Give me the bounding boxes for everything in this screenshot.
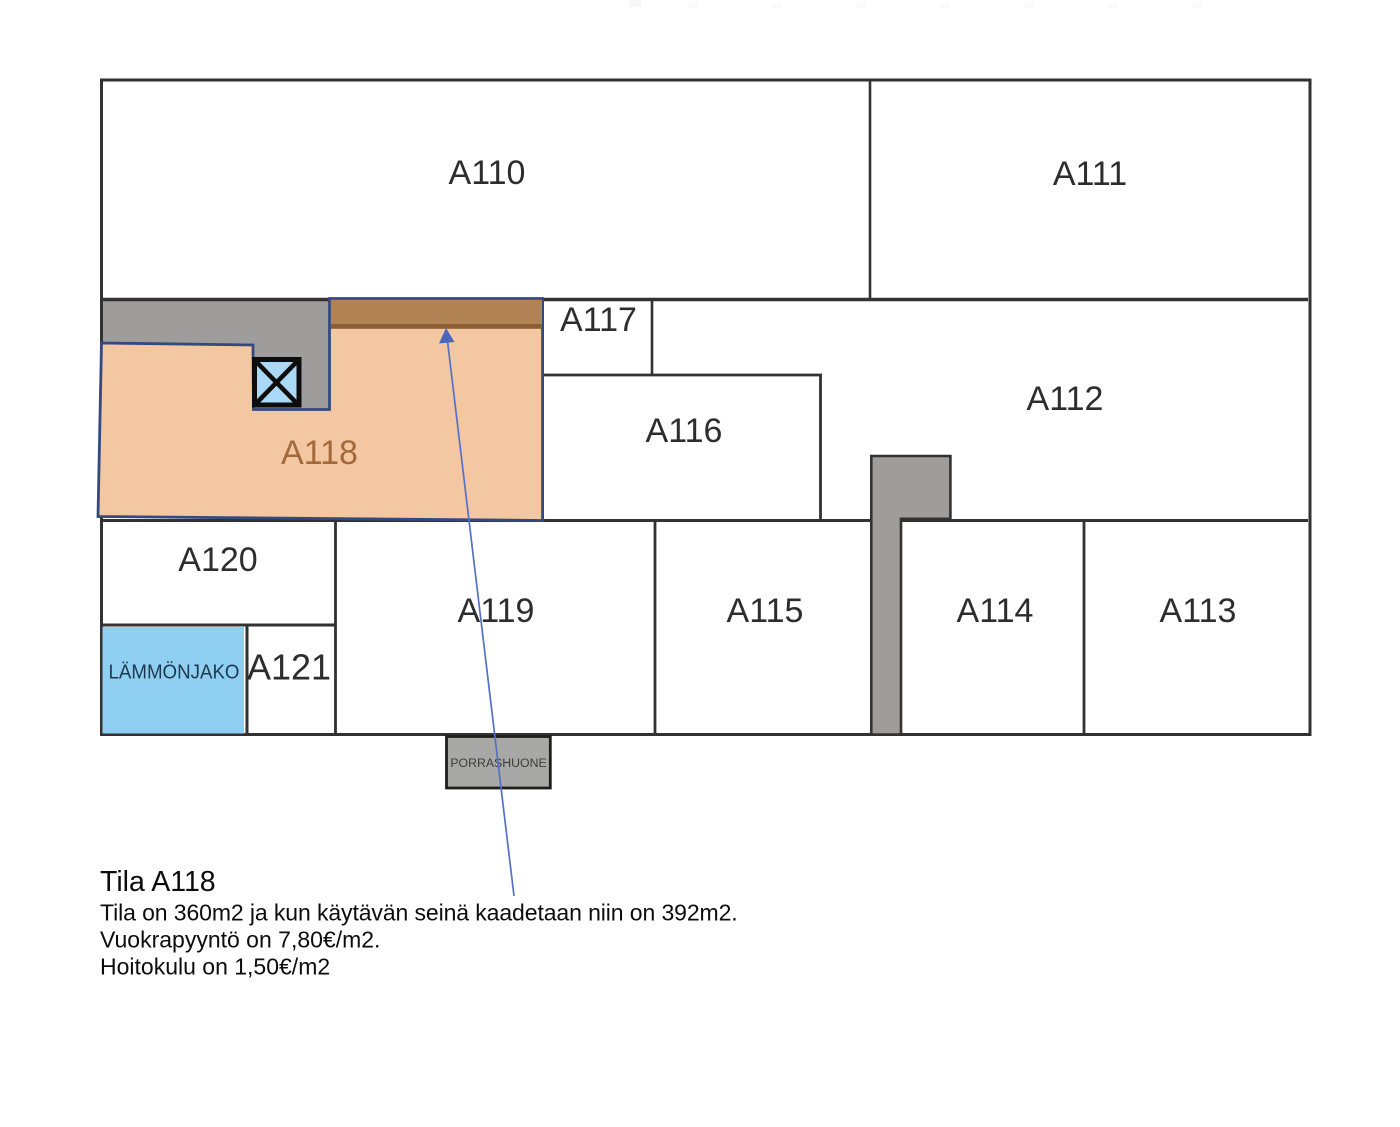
svg-text:A112: A112 [1027,380,1104,418]
svg-text:Tila on 360m2 ja kun käytävän: Tila on 360m2 ja kun käytävän seinä kaad… [100,900,738,926]
svg-text:A114: A114 [957,592,1034,630]
svg-text:Tila A118: Tila A118 [100,866,216,898]
svg-text:A118: A118 [281,434,358,472]
svg-text:LÄMMÖNJAKO: LÄMMÖNJAKO [109,662,240,684]
svg-text:Hoitokulu on 1,50€/m2: Hoitokulu on 1,50€/m2 [100,954,330,980]
svg-text:A113: A113 [1160,592,1237,630]
svg-text:A116: A116 [646,412,723,450]
svg-text:A110: A110 [449,154,526,192]
svg-text:Vuokrapyyntö on 7,80€/m2.: Vuokrapyyntö on 7,80€/m2. [100,927,380,953]
svg-text:A121: A121 [247,647,331,688]
svg-text:A111: A111 [1053,155,1127,193]
svg-text:A119: A119 [458,592,535,630]
svg-text:A120: A120 [178,541,257,579]
svg-text:A115: A115 [727,592,804,630]
svg-text:A117: A117 [560,301,637,339]
